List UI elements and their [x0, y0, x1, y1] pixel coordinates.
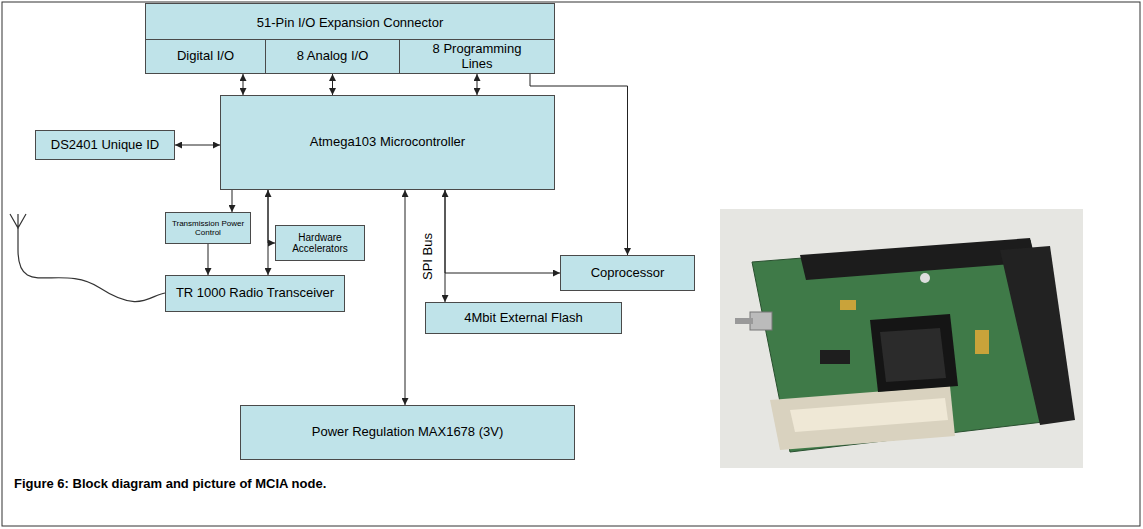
block-label: 4Mbit External Flash	[464, 311, 583, 326]
block-box: Transmission Power Control	[165, 212, 251, 244]
block-box: Power Regulation MAX1678 (3V)	[240, 405, 575, 460]
antenna-symbol	[10, 214, 165, 302]
block-label: 8 Programming Lines	[422, 42, 532, 72]
block-box: Hardware Accelerators	[275, 225, 365, 261]
box-heading-row: 51-Pin I/O Expansion Connector	[146, 4, 554, 40]
block-label: Transmission Power Control	[166, 219, 250, 237]
block-label: Atmega103 Microcontroller	[310, 135, 465, 150]
block-label: 8 Analog I/O	[297, 49, 369, 64]
block-label: TR 1000 Radio Transceiver	[176, 286, 334, 301]
block-box: 4Mbit External Flash	[425, 302, 622, 334]
block-label: Hardware Accelerators	[276, 232, 364, 255]
connector-arrow	[405, 190, 406, 405]
block-box: Coprocessor	[560, 255, 695, 291]
block-box: Digital I/O	[145, 39, 266, 74]
block-label: Digital I/O	[177, 49, 234, 64]
connector-arrow	[332, 74, 333, 95]
connector-arrow	[243, 74, 244, 95]
block-label: 51-Pin I/O Expansion Connector	[257, 15, 443, 30]
block-box: 51-Pin I/O Expansion ConnectorDigital I/…	[145, 3, 555, 74]
block-box: Atmega103 Microcontroller	[220, 95, 555, 190]
block-box: TR 1000 Radio Transceiver	[165, 275, 345, 312]
connector-arrow	[232, 190, 233, 212]
block-box: 8 Programming Lines	[399, 39, 555, 74]
connector-arrow	[445, 190, 560, 273]
connector-arrow	[477, 74, 478, 95]
connector-arrow	[268, 190, 275, 243]
connector-arrow	[208, 244, 209, 275]
block-label: Power Regulation MAX1678 (3V)	[312, 425, 504, 440]
block-box: 8 Analog I/O	[265, 39, 400, 74]
node-photo	[720, 209, 1083, 468]
bus-label: SPI Bus	[420, 233, 435, 280]
block-label: Coprocessor	[591, 266, 665, 281]
block-box: DS2401 Unique ID	[35, 130, 175, 160]
block-label: DS2401 Unique ID	[51, 138, 159, 153]
figure-caption: Figure 6: Block diagram and picture of M…	[14, 476, 326, 491]
connector-arrow	[175, 145, 220, 146]
